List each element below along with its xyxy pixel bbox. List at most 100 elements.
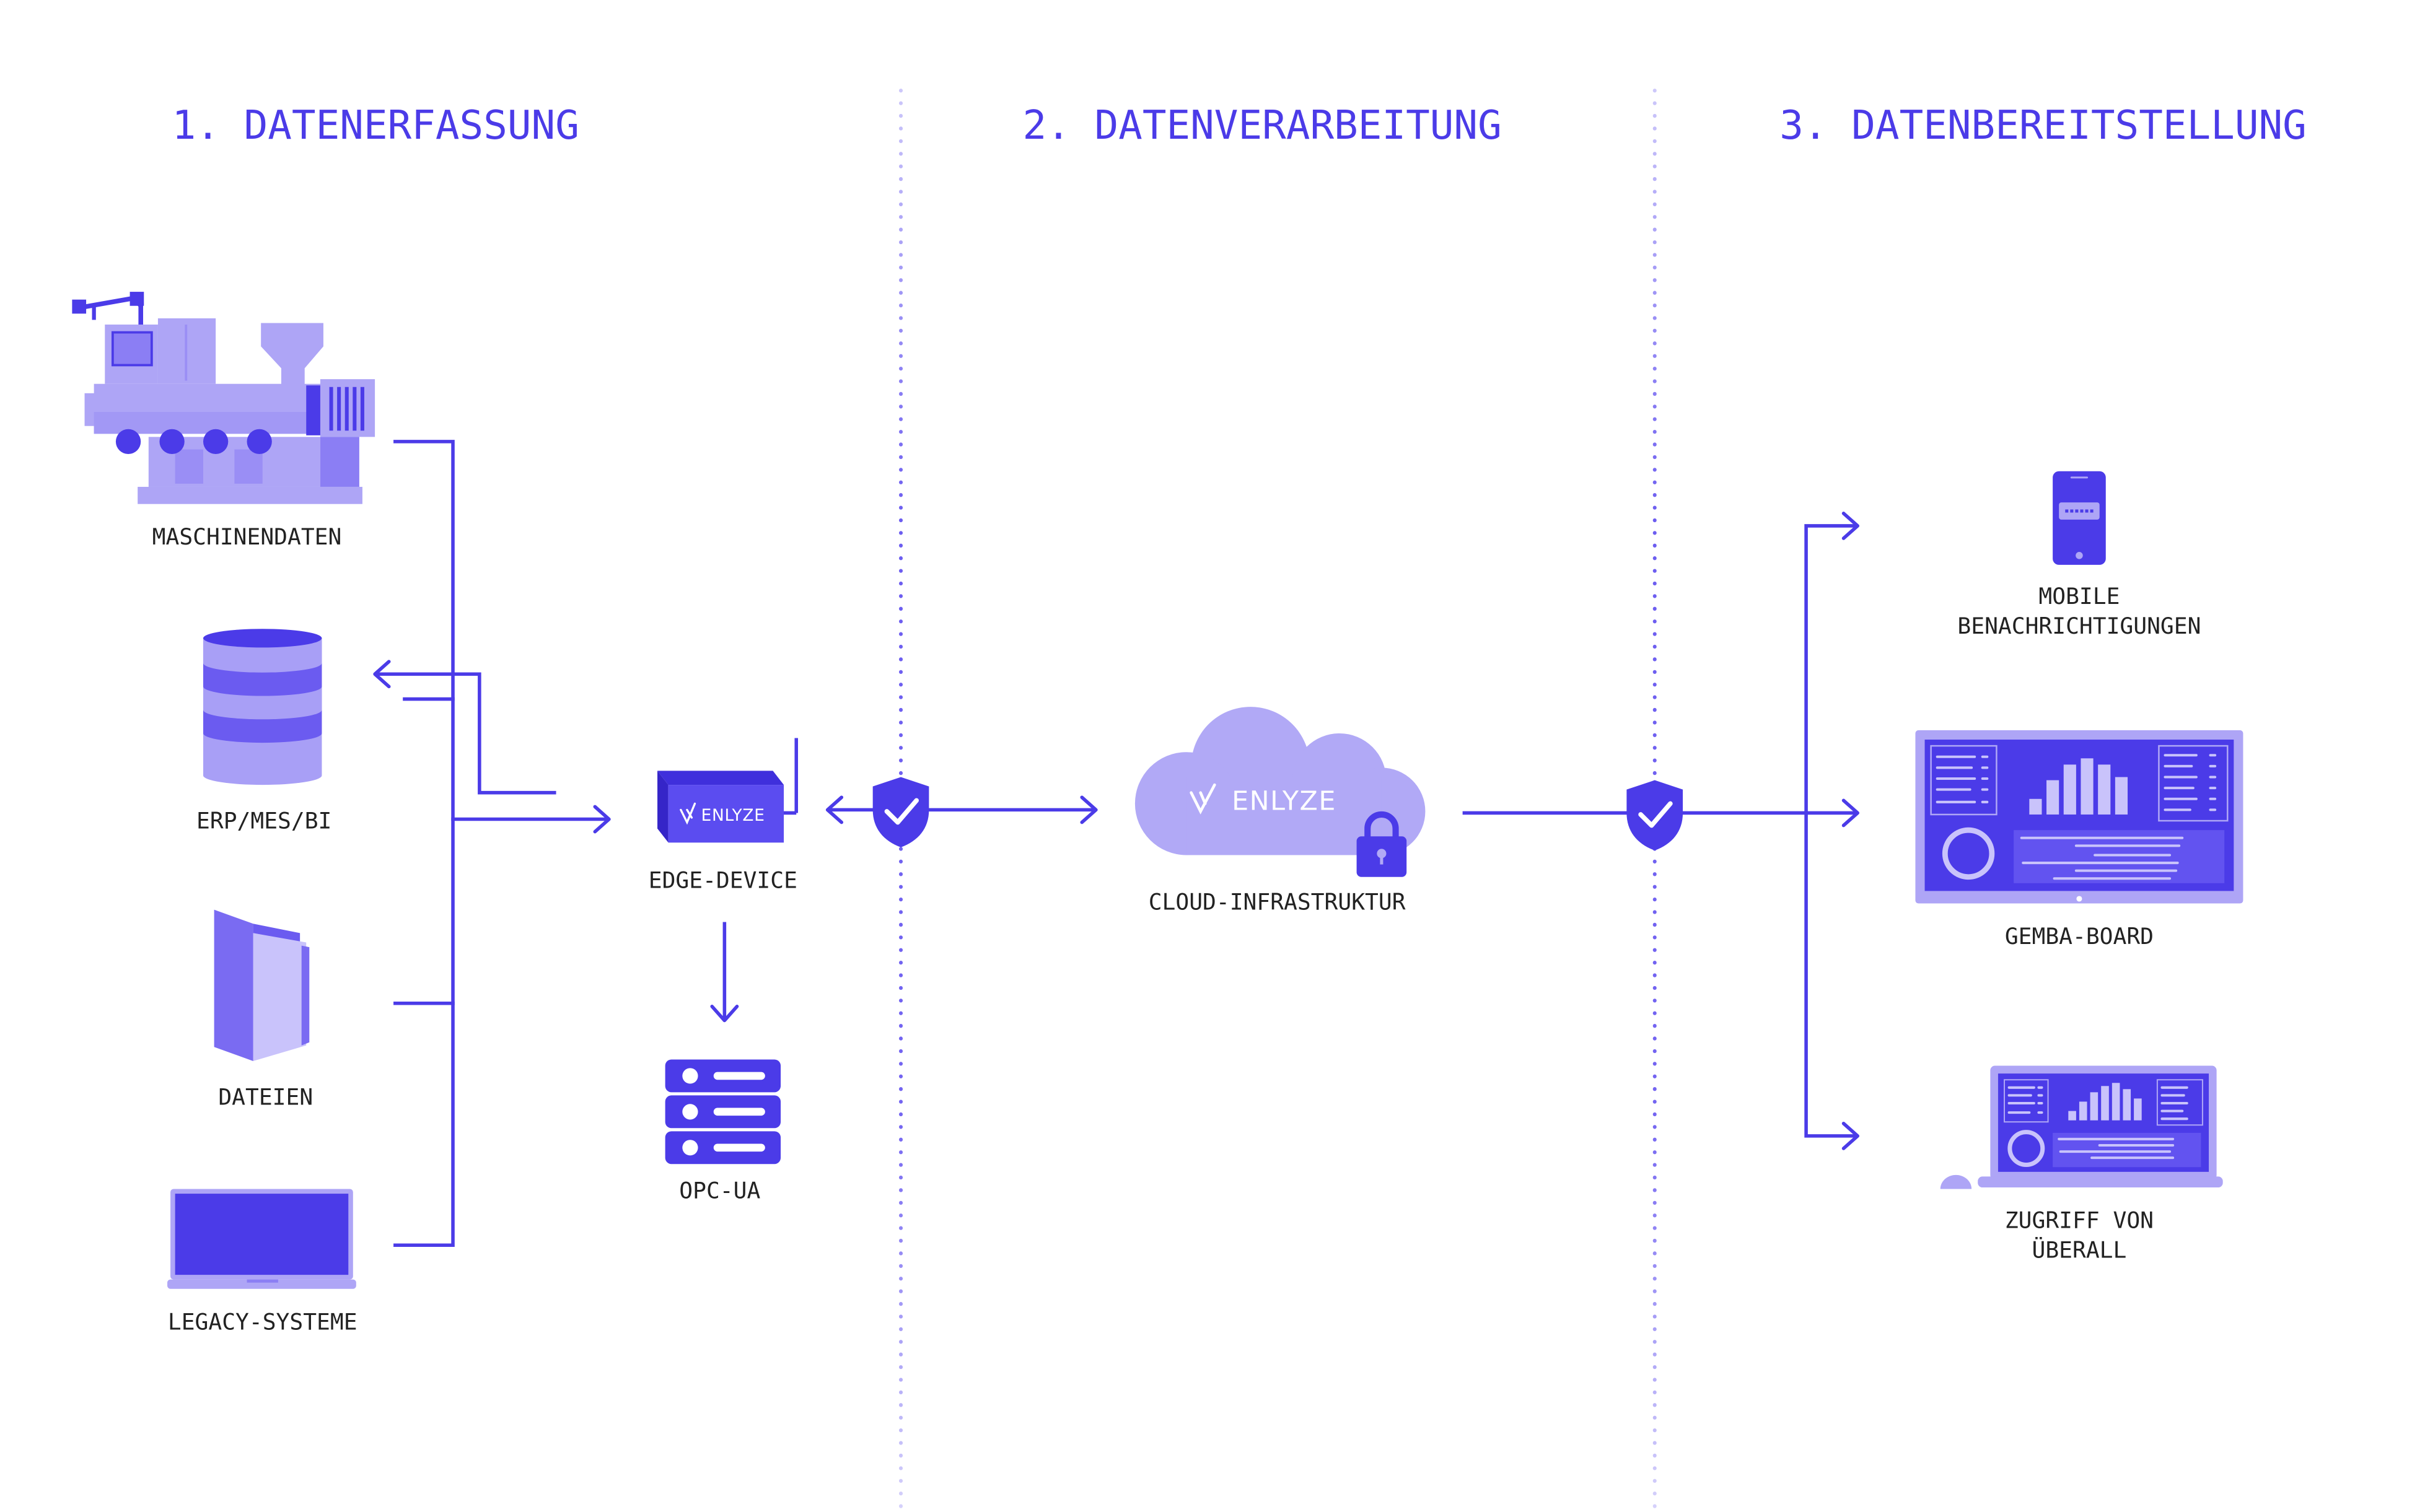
- laptop-icon-part: [247, 1279, 278, 1283]
- laptop-dashboard-icon-part: [2007, 1086, 2043, 1114]
- source-connectors: [373, 440, 611, 1248]
- access-label-line1: ZUGRIFF VON: [2005, 1207, 2154, 1234]
- edge-device-icon-part: [668, 785, 784, 843]
- injection-molding-machine-icon-part: [261, 323, 323, 386]
- mouse-icon: [1940, 1174, 1972, 1189]
- lock-icon-part: [1364, 811, 1399, 838]
- monitor-dashboard-icon-part-part: [2063, 764, 2076, 815]
- server-stack-icon-part: [713, 1143, 765, 1152]
- monitor-dashboard-icon: [1915, 730, 2243, 904]
- files-label: DATEIEN: [218, 1084, 313, 1111]
- monitor-dashboard-icon-part-part: [2098, 764, 2111, 815]
- smartphone-icon-part: [2059, 502, 2100, 520]
- cloud-icon-part-part: [1186, 777, 1382, 855]
- laptop-dashboard-icon-part-part: [2068, 1111, 2076, 1121]
- laptop-icon: [167, 1189, 356, 1289]
- laptop-dashboard-icon-part-part: [2112, 1083, 2120, 1121]
- to-mobile-arrowhead: [1841, 512, 1859, 540]
- monitor-dashboard-icon-part-part: [2046, 780, 2059, 815]
- output-bracket: [1804, 524, 1858, 1138]
- to-erp-return-connector: [374, 672, 556, 795]
- database-icon-part: [203, 638, 322, 673]
- monitor-dashboard-icon-part: [2020, 836, 2184, 880]
- monitor-dashboard-icon-part-part: [2029, 798, 2042, 815]
- shield-check-icon-part: [884, 798, 919, 825]
- injection-molding-machine-icon-part: [115, 429, 141, 455]
- injection-molding-machine-icon-part: [159, 429, 185, 455]
- cloud-icon: ENLYZE: [1134, 707, 1426, 855]
- legacy-systems-label: LEGACY-SYSTEME: [168, 1308, 357, 1335]
- edge-device-label: EDGE-DEVICE: [649, 867, 797, 893]
- monitor-dashboard-icon-part: [2158, 745, 2229, 822]
- server-stack-icon-part: [682, 1104, 698, 1120]
- laptop-dashboard-icon-part: [2004, 1079, 2049, 1123]
- laptop-dashboard-icon-part: [2160, 1086, 2188, 1121]
- database-icon-part: [203, 629, 322, 648]
- source-bracket: [393, 440, 455, 1248]
- to-erp-arrowhead: [373, 660, 391, 689]
- shield-check-icon: [872, 777, 929, 847]
- injection-molding-machine-icon-part: [203, 429, 229, 455]
- injection-molding-machine-icon-part: [247, 429, 272, 455]
- shield-check-icon-part: [1638, 801, 1673, 828]
- laptop-dashboard-icon-part: [1978, 1176, 2223, 1188]
- injection-molding-machine-icon-part: [175, 449, 203, 484]
- folder-icon-part: [214, 909, 253, 1061]
- laptop-dashboard-icon-part: [2058, 1137, 2175, 1160]
- database-icon: [203, 629, 322, 785]
- monitor-dashboard-icon-part: [2076, 896, 2082, 902]
- edge-device-icon-part: [657, 771, 784, 785]
- monitor-dashboard-icon-part: [1930, 745, 1998, 816]
- server-stack-icon-part: [713, 1072, 765, 1080]
- monitor-dashboard-icon-part: [2029, 758, 2128, 815]
- smartphone-icon: [2053, 471, 2106, 565]
- monitor-dashboard-icon-part: [1942, 827, 1995, 880]
- shield-check-icon-part: [872, 777, 929, 847]
- server-stack-icon: [665, 1059, 781, 1165]
- section-title-processing: 2. DATENVERARBEITUNG: [1023, 102, 1502, 149]
- folder-icon-part: [253, 924, 300, 943]
- erp-label: ERP/MES/BI: [196, 808, 331, 834]
- lock-icon-part: [1377, 849, 1387, 859]
- laptop-dashboard-icon-part-part: [2134, 1098, 2142, 1121]
- laptop-dashboard-icon-part-part: [2079, 1101, 2087, 1121]
- injection-molding-machine-icon-part: [329, 387, 364, 431]
- edge-device-icon-part: [657, 771, 669, 843]
- section-title-capture: 1. DATENERFASSUNG: [172, 102, 579, 149]
- laptop-dashboard-icon-part: [2068, 1083, 2142, 1121]
- folder-icon: [214, 909, 310, 1061]
- laptop-icon-part: [175, 1194, 349, 1275]
- mobile-label-line1: MOBILE: [2038, 583, 2120, 610]
- folder-icon-part: [301, 945, 310, 1046]
- edge-device-icon: ENLYZE: [657, 738, 799, 843]
- cloud-icon-part: [1134, 707, 1426, 855]
- to-edge-from-cloud-arrowhead: [825, 795, 844, 824]
- access-label-line2: ÜBERALL: [2032, 1236, 2127, 1263]
- monitor-dashboard-icon-part-part: [2081, 758, 2094, 815]
- injection-molding-machine-icon-part: [129, 292, 144, 306]
- cloud-brand-mark: [1190, 783, 1216, 815]
- laptop-dashboard-icon: [1940, 1065, 2223, 1189]
- to-gemba-arrowhead: [1841, 798, 1859, 828]
- shield-check-icon-part: [1626, 780, 1683, 850]
- injection-molding-machine-icon: [72, 292, 375, 504]
- folder-icon-part: [253, 933, 307, 1061]
- server-stack-icon-part: [713, 1108, 765, 1116]
- edge-brand-text: ENLYZE: [701, 806, 765, 825]
- mobile-label-line2: BENACHRICHTIGUNGEN: [1957, 613, 2201, 639]
- injection-molding-machine-icon-part: [72, 299, 87, 314]
- edge-brand-mark: [680, 802, 696, 825]
- injection-molding-machine-icon-part: [111, 331, 153, 367]
- gemba-board-label: GEMBA-BOARD: [2005, 923, 2154, 950]
- to-edge-arrowhead: [593, 805, 611, 834]
- laptop-dashboard-icon-part: [2007, 1130, 2045, 1168]
- shield-check-icon: [1626, 780, 1683, 850]
- machine-data-label: MASCHINENDATEN: [152, 523, 342, 550]
- injection-molding-machine-icon-part: [138, 486, 362, 504]
- monitor-dashboard-icon-part: [2164, 754, 2217, 811]
- lock-icon-part: [1380, 855, 1384, 865]
- smartphone-icon-part: [2076, 552, 2083, 559]
- to-cloud-arrowhead: [1080, 795, 1098, 824]
- injection-molding-machine-icon-part: [320, 437, 359, 487]
